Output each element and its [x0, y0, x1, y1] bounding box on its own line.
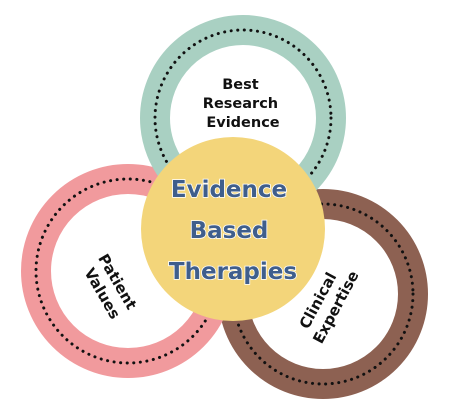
label-best-research-evidence-line-2: Research — [203, 96, 278, 112]
center-title-line-3: Therapies — [169, 259, 297, 285]
label-patient-values: Patient Values — [78, 251, 143, 327]
center-title: Evidence Based Therapies — [169, 177, 297, 285]
center-circle — [141, 137, 325, 321]
label-best-research-evidence-line-1: Best — [222, 77, 259, 93]
label-best-research-evidence: Best Research Evidence — [203, 77, 283, 131]
center-title-line-2: Based — [190, 218, 269, 244]
label-best-research-evidence-line-3: Evidence — [206, 115, 279, 131]
center-title-line-1: Evidence — [171, 177, 287, 203]
